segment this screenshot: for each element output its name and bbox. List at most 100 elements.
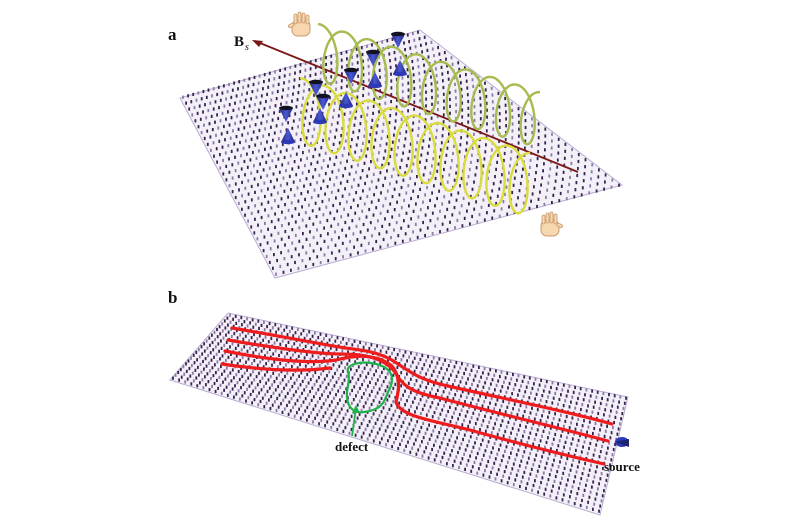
- lattice-dot-b: [327, 350, 330, 354]
- lattice-dot-b: [590, 463, 592, 467]
- lattice-dot-a: [228, 82, 230, 87]
- lattice-dot-b: [382, 406, 385, 410]
- lattice-dot-b: [599, 504, 602, 508]
- lattice-dot-a: [443, 106, 445, 110]
- lattice-dot-b: [550, 447, 552, 451]
- lattice-dot-a: [504, 192, 506, 196]
- lattice-dot-a: [267, 112, 270, 116]
- lattice-dot-a: [495, 167, 497, 171]
- spin-cone-icon: [344, 70, 358, 84]
- lattice-dot-a: [395, 153, 398, 157]
- lattice-dot-a: [394, 241, 397, 245]
- lattice-dot-b: [219, 332, 222, 336]
- lattice-dot-a: [234, 155, 236, 159]
- lattice-dot-a: [421, 146, 424, 150]
- lattice-dot-a: [485, 101, 488, 105]
- lattice-dot-b: [484, 395, 487, 399]
- lattice-dot-a: [281, 142, 284, 147]
- lattice-dot-b: [277, 405, 280, 409]
- lattice-dot-a: [415, 148, 417, 152]
- lattice-dot-a: [273, 239, 276, 243]
- lattice-dot-a: [388, 121, 391, 125]
- lattice-dot-b: [552, 417, 555, 421]
- lattice-dot-a: [348, 192, 351, 196]
- lattice-dot-b: [469, 420, 471, 424]
- lattice-dot-b: [217, 342, 220, 346]
- lattice-dot-a: [279, 150, 282, 154]
- lattice-dot-a: [280, 197, 283, 201]
- lattice-dot-b: [527, 456, 530, 460]
- lattice-dot-b: [561, 450, 564, 454]
- lattice-dot-b: [574, 406, 577, 410]
- lattice-dot-b: [529, 451, 532, 456]
- lattice-dot-b: [207, 354, 209, 358]
- lattice-dot-b: [359, 340, 361, 345]
- lattice-dot-b: [232, 317, 234, 321]
- lattice-dot-a: [433, 184, 435, 188]
- spin-cone-icon: [391, 34, 405, 48]
- lattice-dot-a: [405, 130, 408, 134]
- lattice-dot-b: [598, 482, 600, 486]
- lattice-dot-b: [386, 411, 389, 415]
- lattice-dot-a: [389, 114, 392, 118]
- lattice-dot-a: [250, 184, 253, 189]
- source-label: source: [604, 459, 640, 474]
- lattice-dot-b: [321, 393, 323, 397]
- lattice-dot-a: [391, 195, 394, 199]
- lattice-dot-a: [435, 135, 437, 140]
- lattice-dot-b: [402, 420, 405, 424]
- lattice-dot-b: [381, 345, 384, 349]
- lattice-dot-a: [336, 121, 339, 125]
- lattice-dot-a: [447, 139, 450, 143]
- lattice-dot-a: [362, 73, 365, 77]
- lattice-dot-b: [512, 483, 515, 487]
- lattice-dot-a: [281, 95, 283, 99]
- lattice-dot-a: [504, 138, 507, 142]
- lattice-dot-b: [594, 497, 597, 501]
- lattice-dot-a: [424, 193, 426, 197]
- lattice-dot-a: [206, 142, 209, 146]
- lattice-dot-a: [342, 255, 344, 259]
- lattice-dot-a: [480, 205, 483, 209]
- lattice-dot-a: [246, 152, 248, 156]
- lattice-dot-a: [276, 89, 279, 94]
- lattice-dot-b: [567, 389, 569, 393]
- lattice-dot-b: [211, 384, 213, 389]
- lattice-dot-a: [547, 181, 550, 185]
- lattice-dot-b: [492, 426, 495, 430]
- lattice-dot-a: [483, 157, 486, 161]
- lattice-dot-a: [590, 177, 592, 181]
- lattice-dot-a: [337, 222, 340, 226]
- lattice-dot-b: [302, 329, 305, 333]
- lattice-dot-a: [330, 238, 333, 242]
- lattice-dot-a: [424, 125, 426, 129]
- lattice-dot-a: [334, 135, 336, 139]
- lattice-dot-b: [247, 331, 250, 335]
- lattice-dot-b: [284, 395, 287, 399]
- lattice-dot-a: [326, 185, 329, 189]
- lattice-dot-a: [431, 232, 434, 236]
- lattice-dot-a: [319, 220, 322, 224]
- lattice-dot-b: [488, 475, 491, 479]
- lattice-dot-b: [502, 454, 505, 458]
- lattice-dot-a: [231, 176, 234, 180]
- lattice-dot-a: [329, 96, 331, 100]
- lattice-dot-b: [421, 367, 424, 371]
- lattice-dot-b: [415, 379, 418, 383]
- lattice-dot-b: [272, 391, 275, 395]
- lattice-dot-a: [197, 125, 200, 129]
- lattice-dot-b: [579, 434, 581, 438]
- lattice-dot-a: [241, 133, 244, 137]
- lattice-dot-b: [427, 409, 430, 413]
- lattice-dot-a: [551, 132, 553, 136]
- lattice-dot-a: [299, 63, 302, 67]
- lattice-dot-b: [360, 435, 363, 439]
- lattice-dot-a: [262, 87, 264, 91]
- lattice-dot-a: [303, 184, 305, 188]
- lattice-dot-b: [504, 429, 507, 434]
- lattice-dot-a: [555, 172, 558, 176]
- lattice-dot-b: [370, 416, 373, 420]
- lattice-dot-b: [219, 357, 221, 361]
- lattice-dot-b: [312, 420, 314, 424]
- lattice-dot-a: [359, 230, 362, 234]
